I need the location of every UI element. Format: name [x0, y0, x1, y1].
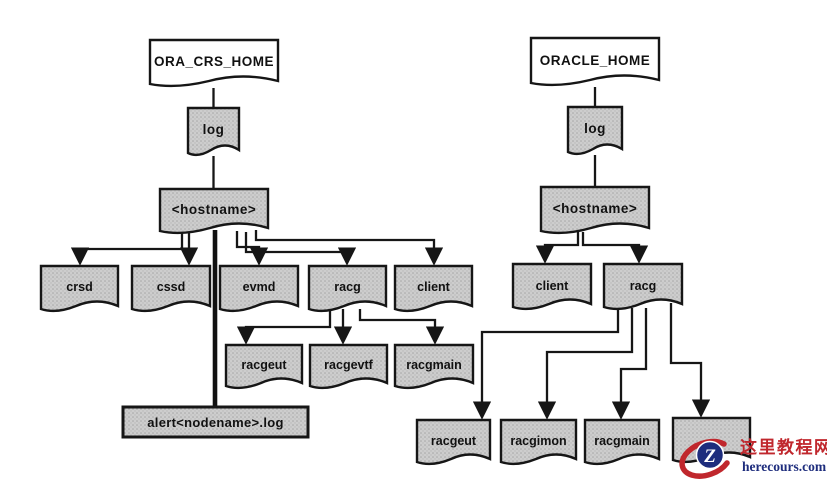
node-ora-crs-home: ORA_CRS_HOME — [148, 38, 280, 88]
node-racgevtf: racgevtf — [308, 343, 389, 390]
node-label: cssd — [157, 280, 186, 294]
folder-shape — [539, 185, 651, 235]
connector-racg-node4 — [669, 303, 711, 418]
node-racgimon: racgimon — [499, 418, 578, 466]
node-label: racgimon — [510, 434, 566, 448]
node-label: racgmain — [406, 358, 462, 372]
folder-shape — [148, 38, 280, 88]
node-label: log — [203, 122, 225, 137]
folder-shape — [511, 262, 593, 311]
node-log-right: log — [566, 105, 624, 156]
connector-racg-racgimon — [537, 308, 634, 420]
folder-shape — [39, 264, 120, 313]
node-label: client — [536, 279, 569, 293]
node-label: ORA_CRS_HOME — [154, 54, 274, 69]
folder-shape — [307, 264, 388, 313]
node-evmd: evmd — [218, 264, 300, 313]
node-label: racg — [334, 280, 360, 294]
node-label: <hostname> — [553, 201, 638, 216]
folder-shape — [158, 187, 270, 235]
connector-hostname-client-right — [535, 232, 580, 264]
connector-hostname-crsd — [70, 231, 184, 266]
node-racg-right: racg — [602, 262, 684, 311]
node-label: racgevtf — [324, 358, 373, 372]
node-label: racgeut — [241, 358, 287, 372]
node-label: client — [417, 280, 450, 294]
folder-shape — [393, 343, 475, 390]
node-crsd: crsd — [39, 264, 120, 313]
node-label: <hostname> — [172, 202, 257, 217]
node-racgeut-right: racgeut — [415, 418, 492, 466]
node-cssd: cssd — [130, 264, 212, 313]
node-log-left: log — [186, 106, 241, 157]
folder-shape — [583, 418, 661, 466]
connector-hostname-racg-left — [244, 232, 357, 266]
node-client-right: client — [511, 262, 593, 311]
node-label: ORACLE_HOME — [540, 53, 651, 68]
folder-shape — [308, 343, 389, 390]
folder-shape — [224, 343, 304, 390]
node-label: racg — [630, 279, 656, 293]
node-label: racgeut — [431, 434, 477, 448]
node-racgmain-right: racgmain — [583, 418, 661, 466]
node-label: log — [584, 121, 606, 136]
connector-hostname-client-left — [254, 230, 444, 266]
folder-shape — [218, 264, 300, 313]
folder-shape — [566, 105, 624, 156]
node-label: evmd — [243, 280, 276, 294]
node-hostname-left: <hostname> — [158, 187, 270, 235]
node-client-left: client — [393, 264, 474, 313]
folder-shape — [415, 418, 492, 466]
file-shape — [121, 405, 310, 439]
node-oracle-home: ORACLE_HOME — [529, 36, 661, 87]
connector-racg-racgmain-left — [358, 309, 445, 345]
watermark-site-name: 这里教程网 — [740, 437, 827, 457]
connector-racg-racgeut-left — [236, 309, 332, 345]
folder-shape — [499, 418, 578, 466]
node-hostname-right: <hostname> — [539, 185, 651, 235]
folder-shape — [130, 264, 212, 313]
connector-racg-racgmain-right — [611, 308, 648, 420]
node-alert-nodename-log: alert<nodename>.log — [121, 405, 310, 439]
connector-lines — [70, 87, 711, 420]
folder-shape — [186, 106, 241, 157]
connector-hostname-evmd — [235, 231, 269, 266]
watermark-site-domain: herecours.com — [742, 459, 827, 474]
connector-racg-racgeut-right — [472, 307, 620, 420]
node-racgeut-left: racgeut — [224, 343, 304, 390]
watermark-logo: Z 这里教程网 herecours.com — [679, 437, 827, 479]
folder-shape — [529, 36, 661, 87]
logo-circle-icon — [695, 440, 725, 470]
folder-shape — [393, 264, 474, 313]
node-racgmain-left: racgmain — [393, 343, 475, 390]
node-label: alert<nodename>.log — [147, 415, 283, 430]
node-label: racgmain — [594, 434, 650, 448]
folder-shape — [602, 262, 684, 311]
logo-letter: Z — [703, 446, 716, 467]
node-racg-left: racg — [307, 264, 388, 313]
node-label: crsd — [66, 280, 92, 294]
connector-hostname-racg-right — [581, 232, 649, 264]
